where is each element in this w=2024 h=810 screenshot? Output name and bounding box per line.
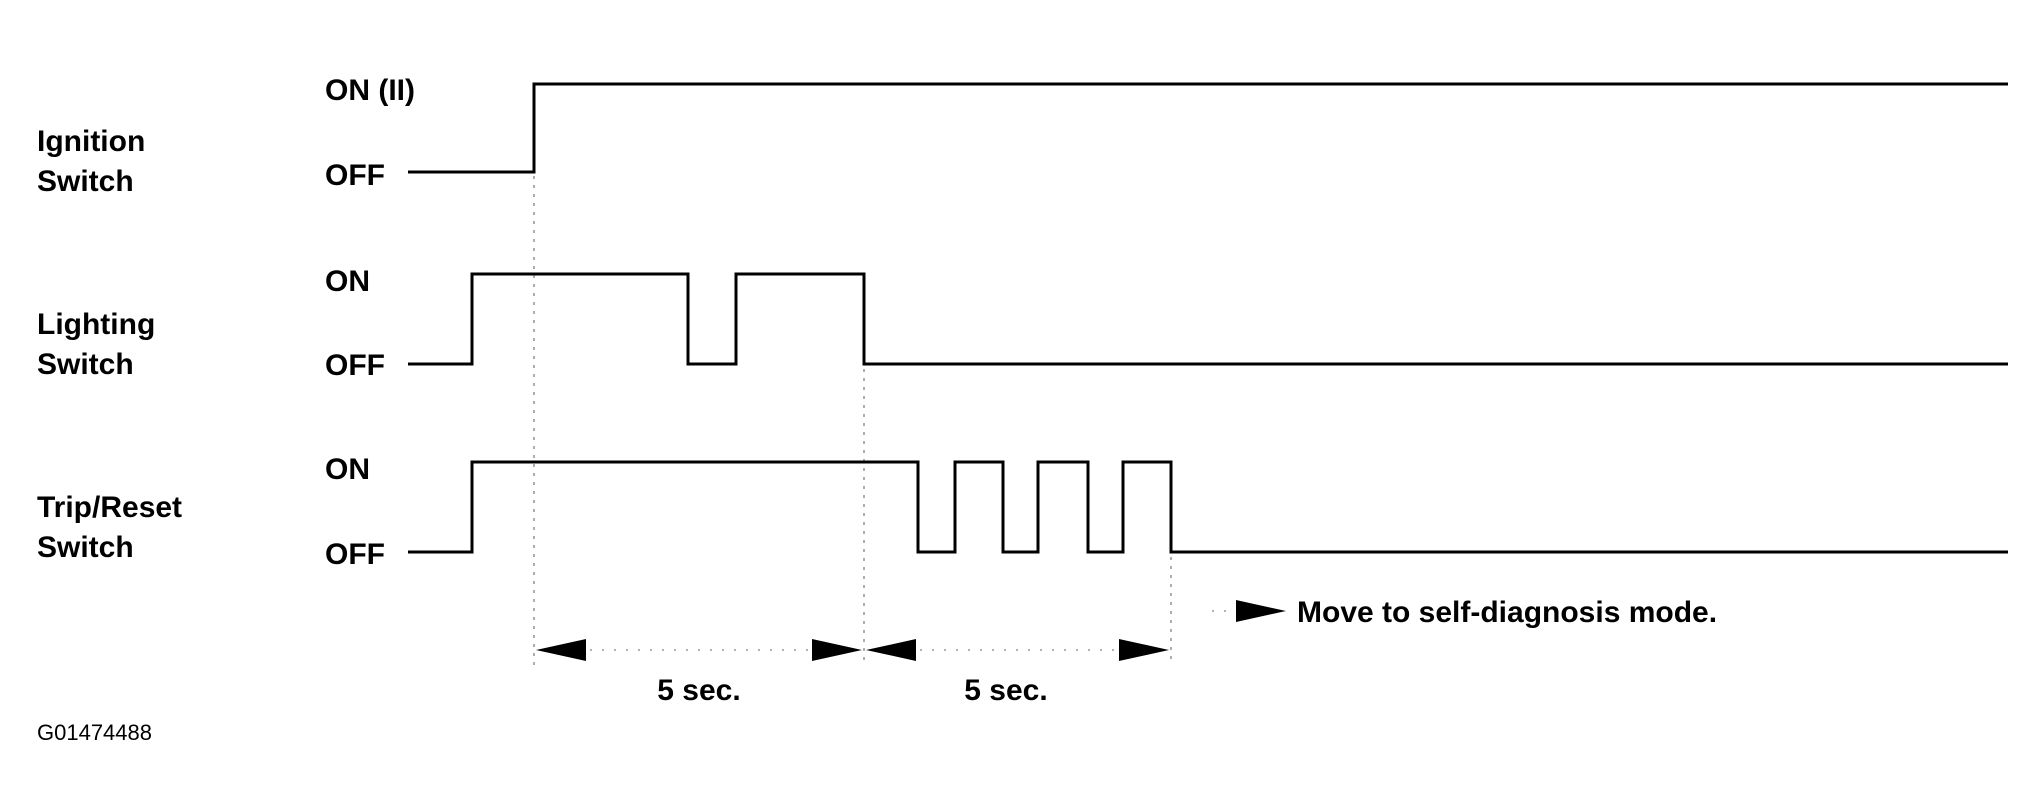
interval-2-right-arrow	[1119, 639, 1169, 661]
interval-2-left-arrow	[866, 639, 916, 661]
trip-reset-switch-waveform	[408, 460, 2008, 554]
trip-reset-switch-name-line2: Switch	[37, 531, 134, 564]
self-diagnosis-note: Move to self-diagnosis mode.	[1297, 596, 1717, 629]
interval-2-label: 5 sec.	[964, 674, 1047, 707]
ignition-switch-name-line1: Ignition	[37, 125, 145, 158]
ignition-off-label: OFF	[325, 159, 385, 192]
lighting-on-label: ON	[325, 265, 370, 298]
figure-code: G01474488	[37, 720, 152, 745]
interval-1-right-arrow	[812, 639, 862, 661]
trip-reset-switch-name-line1: Trip/Reset	[37, 491, 182, 524]
trip-reset-on-label: ON	[325, 453, 370, 486]
trip-reset-off-label: OFF	[325, 538, 385, 571]
self-diagnosis-arrow	[1236, 600, 1286, 622]
ignition-switch-waveform	[408, 82, 2008, 174]
ignition-on-label: ON (II)	[325, 74, 415, 107]
lighting-switch-name-line1: Lighting	[37, 308, 155, 341]
lighting-off-label: OFF	[325, 349, 385, 382]
lighting-switch-name-line2: Switch	[37, 348, 134, 381]
ignition-switch-name-line2: Switch	[37, 165, 134, 198]
interval-1-label: 5 sec.	[657, 674, 740, 707]
interval-1-left-arrow	[536, 639, 586, 661]
lighting-switch-waveform	[408, 272, 2008, 366]
